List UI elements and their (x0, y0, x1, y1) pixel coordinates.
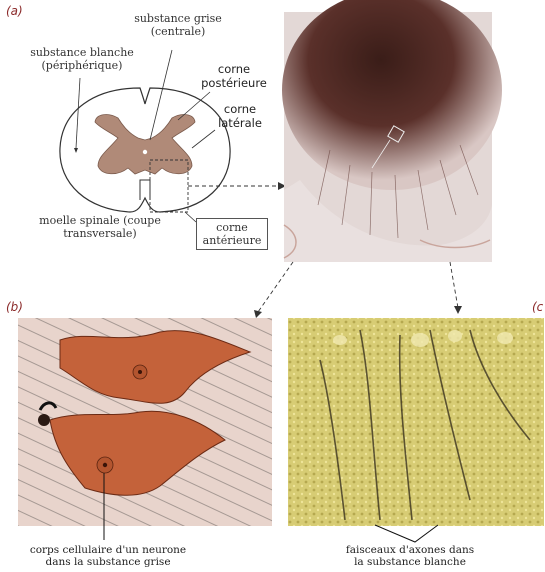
arrow-to-panel-b (258, 262, 293, 312)
caption-panel-b: corps cellulaire d'un neurone dans la su… (18, 544, 198, 568)
label-corne-anterieure: corne antérieure (196, 218, 268, 250)
label-corne-laterale: corne latérale (210, 102, 270, 130)
micrograph-spinal-cord (282, 0, 502, 262)
label-substance-grise: substance grise (centrale) (128, 12, 228, 38)
label-corne-posterieure: corne postérieure (188, 62, 280, 90)
central-canal (143, 150, 147, 154)
pointer-axon-bundles (375, 525, 438, 542)
label-substance-blanche: substance blanche (périphérique) (22, 46, 142, 72)
caption-panel-c: faisceaux d'axones dans la substance bla… (340, 544, 480, 568)
arrow-to-panel-c (450, 262, 458, 308)
micrograph-axon-bundles (288, 318, 544, 526)
micrograph-neuron-bodies (18, 318, 272, 526)
label-moelle-spinale: moelle spinale (coupe transversale) (30, 214, 170, 240)
